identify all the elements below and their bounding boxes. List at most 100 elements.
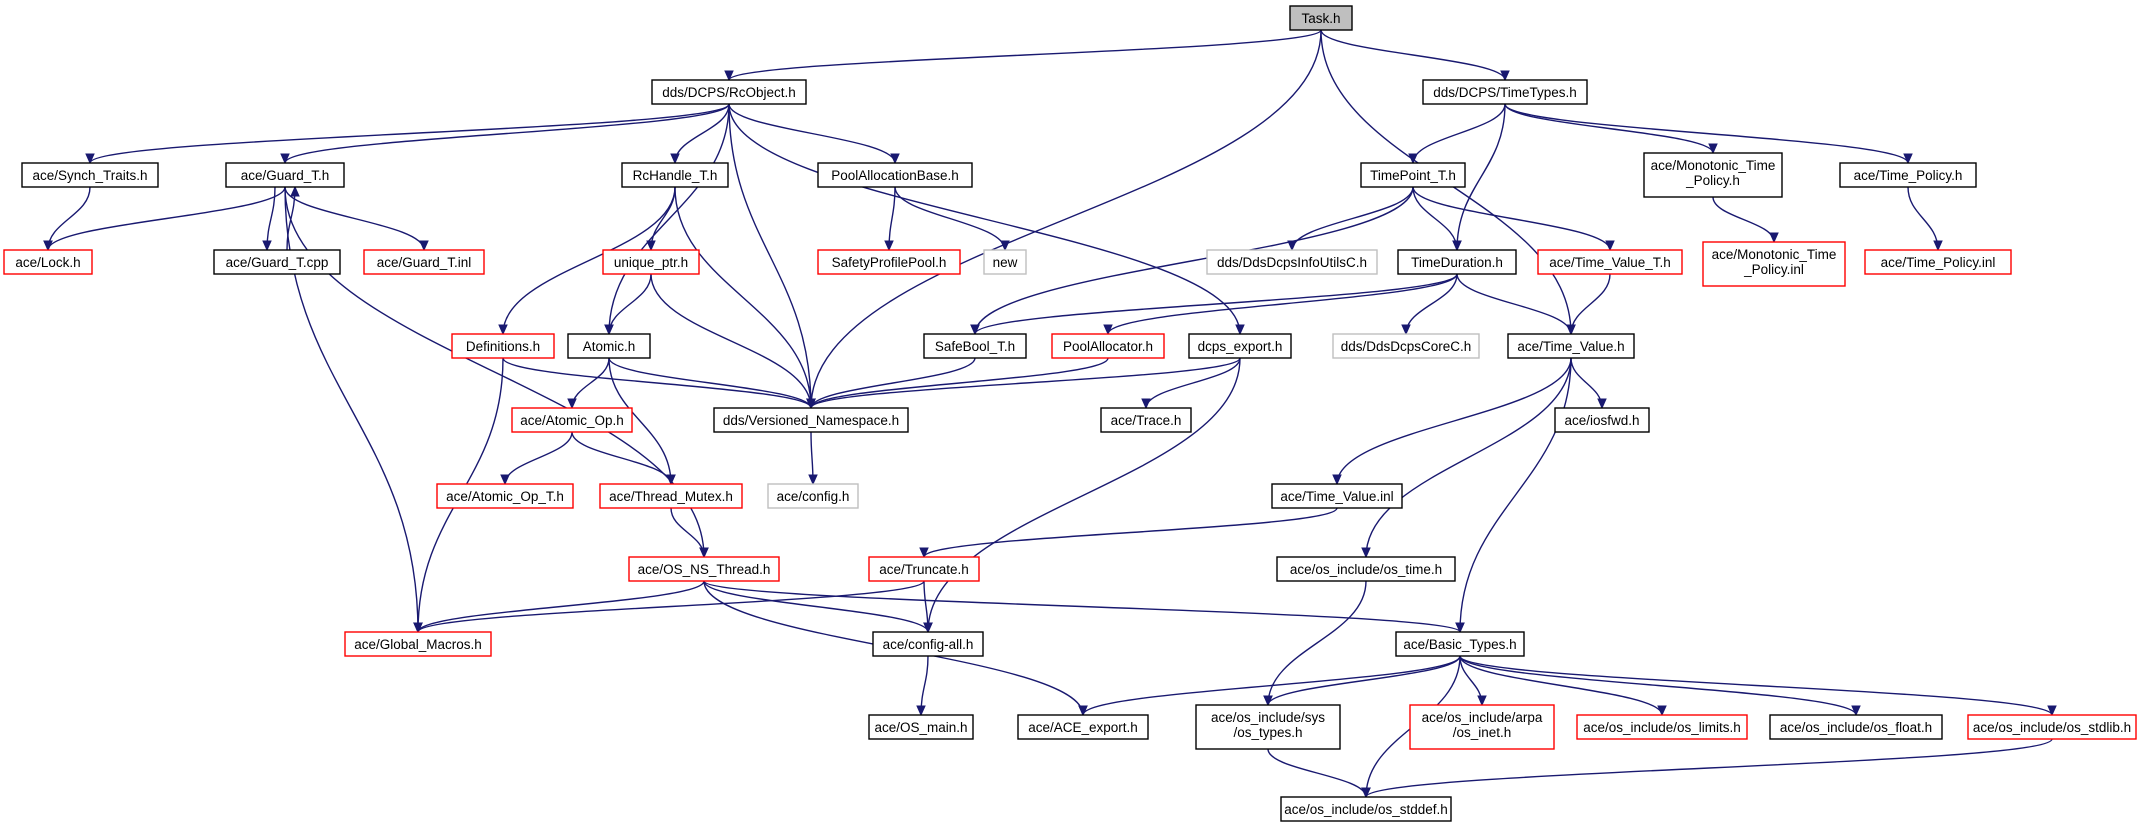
edge-guard-to-guard-inl [284, 186, 429, 252]
node-box [451, 333, 555, 359]
node-rcobject[interactable]: dds/DCPS/RcObject.h [651, 79, 807, 105]
node-basic-types[interactable]: ace/Basic_Types.h [1395, 631, 1525, 657]
edge-line [703, 580, 1461, 633]
edge-poolalloc-base-to-safety [884, 186, 896, 252]
edge-safebool-to-versioned [806, 357, 976, 410]
arrowhead [806, 398, 816, 410]
edge-line [728, 103, 896, 164]
node-label: Definitions.h [466, 339, 540, 354]
arrowhead [1769, 232, 1779, 244]
edge-poolalloc-base-to-new [894, 186, 1010, 252]
node-config[interactable]: ace/config.h [767, 483, 859, 509]
arrowhead [1708, 143, 1718, 155]
node-time-value-t[interactable]: ace/Time_Value_T.h [1537, 249, 1683, 275]
node-timetypes[interactable]: dds/DCPS/TimeTypes.h [1422, 79, 1588, 105]
edge-line [974, 186, 1414, 335]
node-corec[interactable]: dds/DdsDcpsCoreC.h [1332, 333, 1480, 359]
node-trace[interactable]: ace/Trace.h [1100, 407, 1192, 433]
edge-line [502, 186, 676, 335]
node-label: ace/os_include/arpa [1422, 710, 1543, 725]
node-safebool[interactable]: SafeBool_T.h [923, 333, 1027, 359]
edge-line [417, 580, 925, 633]
node-box [363, 249, 485, 275]
node-rchandle[interactable]: RcHandle_T.h [621, 162, 729, 188]
node-poolalloc-base[interactable]: PoolAllocationBase.h [817, 162, 973, 188]
edge-line [1082, 655, 1461, 716]
edge-guard-cpp-to-guard [286, 185, 300, 251]
node-label: dds/DCPS/TimeTypes.h [1433, 85, 1577, 100]
arrowhead [1605, 240, 1615, 252]
node-box [1280, 796, 1452, 822]
edge-atomic-to-atomic-op [567, 357, 610, 410]
edge-line [1712, 196, 1775, 243]
node-os-limits[interactable]: ace/os_include/os_limits.h [1576, 714, 1748, 740]
node-global-macros[interactable]: ace/Global_Macros.h [344, 631, 492, 657]
node-mono-policy[interactable]: ace/Monotonic_Time_Policy.h [1643, 152, 1783, 198]
edge-time-value-to-time-value-inl [1332, 357, 1572, 486]
arrowhead [1263, 695, 1273, 707]
node-label: ace/Time_Value.h [1517, 339, 1624, 354]
node-guard-inl[interactable]: ace/Guard_T.inl [363, 249, 485, 275]
node-box [628, 556, 780, 582]
node-os-ns-thread[interactable]: ace/OS_NS_Thread.h [628, 556, 780, 582]
node-new[interactable]: new [983, 249, 1027, 275]
node-label: ace/Monotonic_Time [1651, 158, 1776, 173]
node-atomic-op[interactable]: ace/Atomic_Op.h [511, 407, 633, 433]
edge-line [670, 507, 705, 558]
node-label: ace/os_include/os_stdlib.h [1973, 720, 2131, 735]
node-timepoint[interactable]: TimePoint_T.h [1360, 162, 1466, 188]
node-os-stddef[interactable]: ace/os_include/os_stddef.h [1280, 796, 1452, 822]
edge-line [674, 186, 812, 409]
node-versioned[interactable]: dds/Versioned_Namespace.h [713, 407, 909, 433]
node-time-value-inl[interactable]: ace/Time_Value.inl [1271, 483, 1403, 509]
node-label: ace/Truncate.h [879, 562, 969, 577]
edge-timepoint-to-timeduration [1412, 186, 1462, 252]
edge-rcobject-to-versioned [728, 103, 816, 410]
node-arpa-inet[interactable]: ace/os_include/arpa/os_inet.h [1409, 704, 1555, 750]
node-os-time[interactable]: ace/os_include/os_time.h [1276, 556, 1456, 582]
edge-line [894, 186, 1006, 251]
node-truncate[interactable]: ace/Truncate.h [868, 556, 980, 582]
node-infoutils[interactable]: dds/DdsDcpsInfoUtilsC.h [1206, 249, 1378, 275]
node-dcps-export[interactable]: dcps_export.h [1188, 333, 1292, 359]
node-safety[interactable]: SafetyProfilePool.h [817, 249, 961, 275]
node-os-float[interactable]: ace/os_include/os_float.h [1769, 714, 1943, 740]
edge-unique-ptr-to-versioned [650, 273, 816, 410]
node-lock[interactable]: ace/Lock.h [3, 249, 93, 275]
edge-line [47, 186, 91, 251]
node-label: ace/Atomic_Op_T.h [446, 489, 564, 504]
node-os-stdlib[interactable]: ace/os_include/os_stdlib.h [1967, 714, 2137, 740]
arrowhead [85, 153, 95, 165]
node-ace-export[interactable]: ace/ACE_export.h [1017, 714, 1149, 740]
node-synch[interactable]: ace/Synch_Traits.h [21, 162, 159, 188]
node-os-main[interactable]: ace/OS_main.h [868, 714, 974, 740]
node-unique-ptr[interactable]: unique_ptr.h [602, 249, 700, 275]
node-poolallocator[interactable]: PoolAllocator.h [1051, 333, 1165, 359]
node-label: ace/Time_Value.inl [1280, 489, 1393, 504]
node-label: /os_inet.h [1453, 725, 1512, 740]
node-label: new [993, 255, 1018, 270]
node-sys-types[interactable]: ace/os_include/sys/os_types.h [1195, 704, 1341, 750]
node-guard[interactable]: ace/Guard_T.h [225, 162, 345, 188]
edge-line [703, 580, 929, 633]
node-task[interactable]: Task.h [1289, 5, 1353, 31]
node-atomic[interactable]: Atomic.h [567, 333, 651, 359]
node-mono-inl[interactable]: ace/Monotonic_Time_Policy.inl [1702, 241, 1846, 287]
node-guard-cpp[interactable]: ace/Guard_T.cpp [213, 249, 341, 275]
node-thread-mutex[interactable]: ace/Thread_Mutex.h [599, 483, 743, 509]
node-box [1554, 407, 1650, 433]
node-box [1576, 714, 1748, 740]
node-time-policy[interactable]: ace/Time_Policy.h [1839, 162, 1977, 188]
edge-line [1365, 738, 2053, 798]
node-time-value[interactable]: ace/Time_Value.h [1507, 333, 1635, 359]
node-box [1289, 5, 1353, 31]
node-timeduration[interactable]: TimeDuration.h [1397, 249, 1517, 275]
node-iosfwd[interactable]: ace/iosfwd.h [1554, 407, 1650, 433]
node-atomic-op-t[interactable]: ace/Atomic_Op_T.h [436, 483, 574, 509]
node-time-policy-inl[interactable]: ace/Time_Policy.inl [1864, 249, 2012, 275]
node-config-all[interactable]: ace/config-all.h [872, 631, 984, 657]
node-definitions[interactable]: Definitions.h [451, 333, 555, 359]
nodes-layer: Task.h dds/DCPS/RcObject.h dds/DCPS/TimeTy… [3, 5, 2137, 822]
node-box [1271, 483, 1403, 509]
edge-line [1107, 273, 1458, 335]
